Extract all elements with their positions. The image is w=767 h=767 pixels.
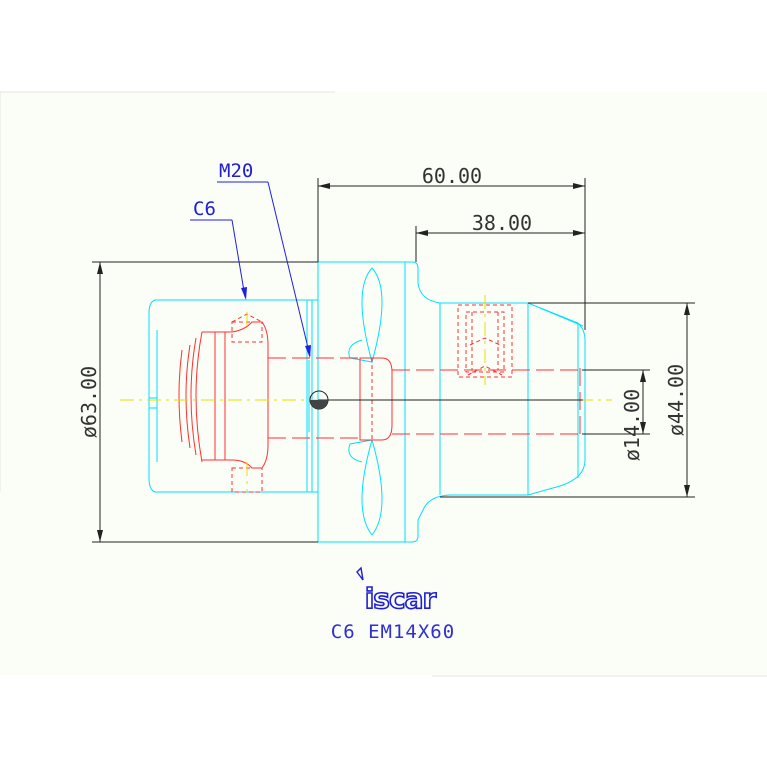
drawing-sheet [0,92,767,675]
dim-44-label: ø44.00 [664,364,688,436]
dim-60-arrow-left [318,183,330,189]
part-caption: C6 EM14X60 [331,621,455,643]
thread-ring-4 [178,349,183,443]
thread-insert [359,357,393,441]
datum-circle-fill [310,400,328,409]
callout-c6-label: C6 [193,198,216,220]
flange-and-body-outline [317,261,586,543]
logo-wordmark: iscar [365,582,437,615]
logo-mark-icon [356,566,364,581]
callout-m20-arrow [305,345,311,358]
dim-63-arrow-top [97,262,103,274]
callout-m20-leader [267,181,311,357]
dim-14-arrow-top [640,370,646,382]
dim-38-arrow-left [416,230,428,236]
dim-60-label: 60.00 [422,164,482,188]
dimensions: 60.00 38.00 ø63.00 ø44.00 ø14.00 [77,164,695,543]
shank-outline [148,299,308,493]
clamp-screw-tip [467,337,503,376]
dim-63-label: ø63.00 [77,366,101,438]
dim-44-arrow-bottom [684,485,690,497]
shank-key-notch [148,397,158,409]
thread-ring-2 [190,337,197,456]
drive-slot-bottom-detail [348,439,373,463]
dim-14-arrow-bottom [640,422,646,434]
callout-m20-label: M20 [219,160,253,182]
drive-slot-bottom [361,438,383,536]
dim-14-label: ø14.00 [620,389,644,461]
thread-ring-1 [185,344,191,449]
dim-38-label: 38.00 [472,211,532,235]
thread-ring-3 [195,331,203,463]
callouts: M20 C6 [190,160,311,358]
dim-63-arrow-bottom [97,530,103,542]
dim-38-arrow-right [573,230,585,236]
dim-60-arrow-right [573,183,585,189]
part-outline [148,261,586,543]
brand-block: iscar C6 EM14X60 [331,566,455,643]
callout-c6-arrow [241,287,247,300]
dim-44-arrow-top [684,303,690,315]
hidden-details [178,304,582,493]
body-chamfer-top [539,307,584,327]
callout-c6-leader [231,219,246,298]
